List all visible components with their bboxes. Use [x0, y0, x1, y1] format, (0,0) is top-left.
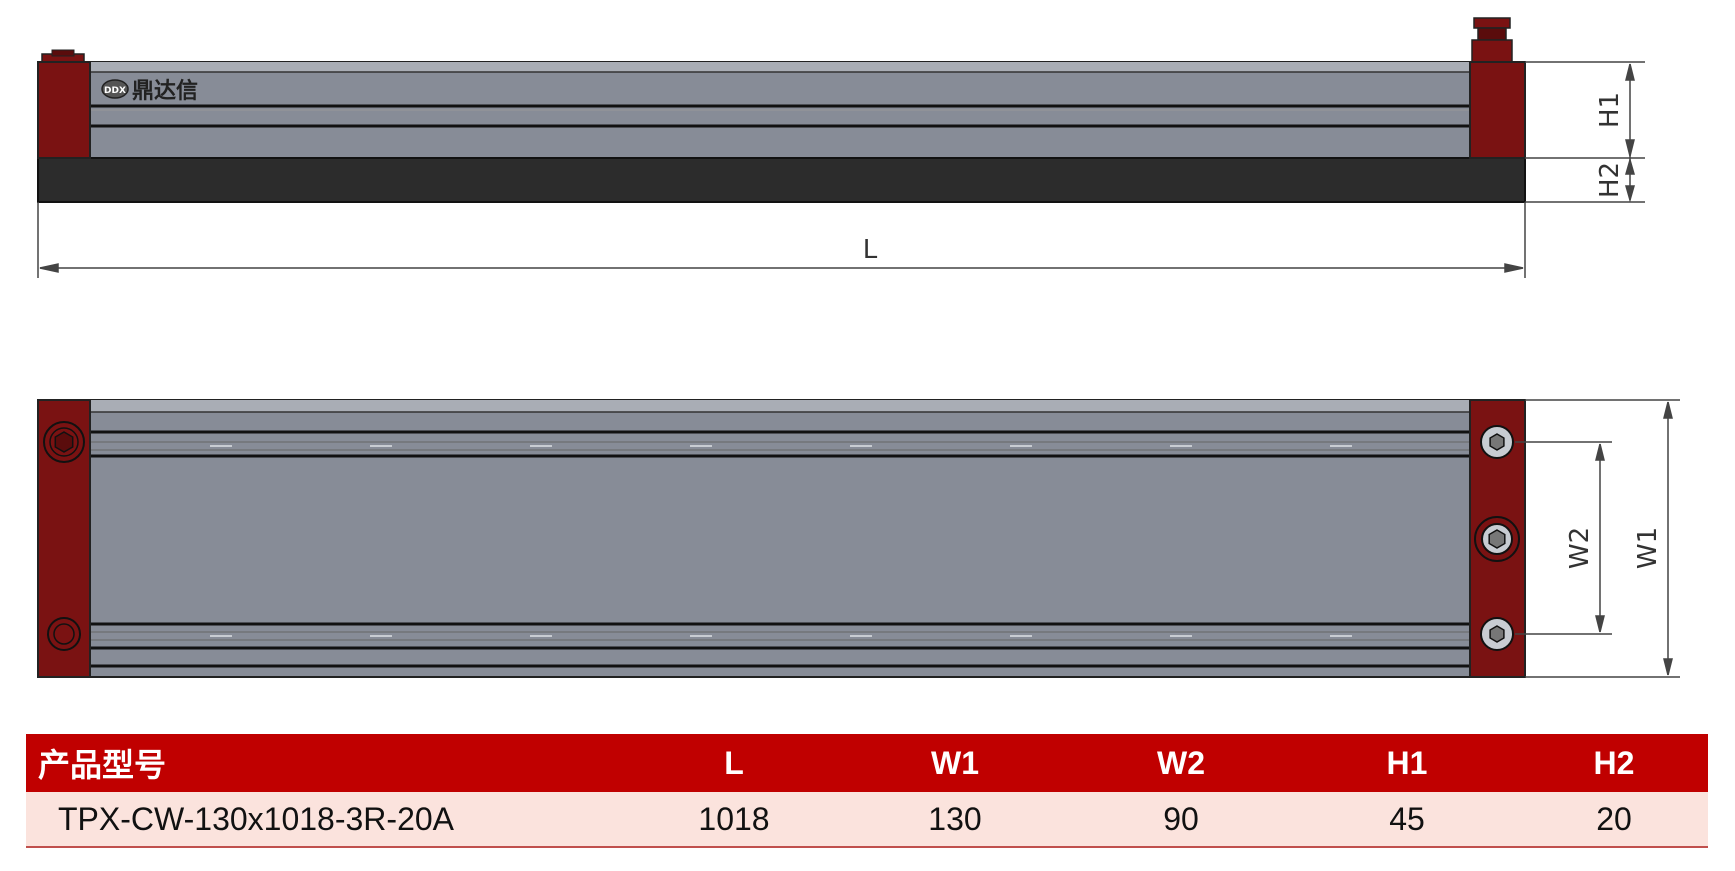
header-h2: H2	[1520, 734, 1708, 792]
dimension-l	[37, 202, 1526, 278]
dimension-w2-label: W2	[1565, 527, 1595, 569]
dimension-h2-label: H2	[1595, 162, 1625, 198]
logo-badge: DDX	[104, 86, 126, 96]
dimension-h1-label: H1	[1595, 92, 1625, 128]
top-view: W2 W1	[37, 399, 1680, 678]
screw-icon	[1474, 516, 1520, 562]
spec-table: 产品型号 L W1 W2 H1 H2 TPX-CW-130x1018-3R-20…	[26, 734, 1708, 848]
front-end-cap-right	[1469, 61, 1526, 159]
front-end-cap-left	[37, 61, 91, 159]
cell-h1: 45	[1294, 792, 1520, 848]
table-row: TPX-CW-130x1018-3R-20A 1018 130 90 45 20	[26, 792, 1708, 848]
header-w1: W1	[842, 734, 1068, 792]
logo-text: 鼎达信	[132, 78, 198, 104]
air-fitting	[1471, 17, 1513, 63]
cell-model: TPX-CW-130x1018-3R-20A	[26, 792, 626, 848]
dimension-w2	[1515, 441, 1612, 635]
dimension-w1	[1525, 399, 1680, 678]
front-view: DDX 鼎达信 L H1 H2	[37, 17, 1645, 278]
dimension-l-label: L	[863, 235, 878, 265]
screw-icon	[47, 617, 81, 651]
cell-w2: 90	[1068, 792, 1294, 848]
top-body	[89, 399, 1471, 678]
front-base	[37, 157, 1526, 203]
header-model: 产品型号	[26, 734, 626, 792]
screw-icon	[1480, 617, 1514, 651]
header-w2: W2	[1068, 734, 1294, 792]
table-header-row: 产品型号 L W1 W2 H1 H2	[26, 734, 1708, 792]
cell-h2: 20	[1520, 792, 1708, 848]
cell-w1: 130	[842, 792, 1068, 848]
header-l: L	[626, 734, 842, 792]
screw-icon	[43, 421, 85, 463]
screw-icon	[1480, 425, 1514, 459]
cell-l: 1018	[626, 792, 842, 848]
dimension-w1-label: W1	[1633, 527, 1663, 569]
brand-logo: DDX 鼎达信	[101, 78, 198, 104]
header-h1: H1	[1294, 734, 1520, 792]
dimension-h	[1525, 61, 1645, 203]
